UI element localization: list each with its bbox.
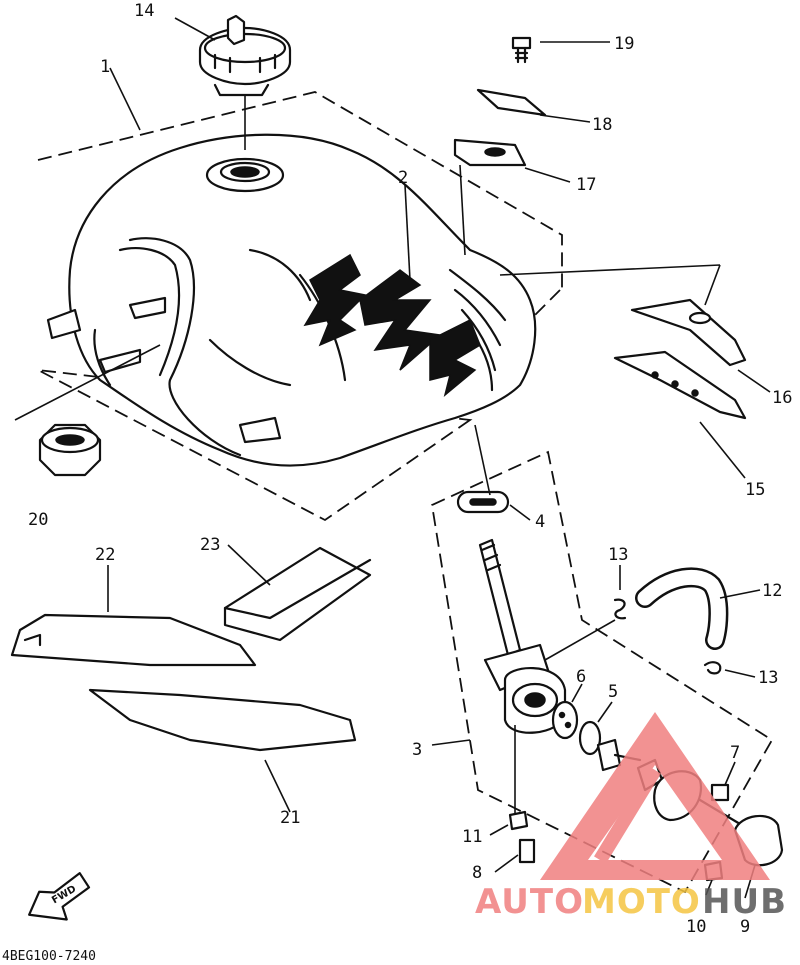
- callout-15: 15: [745, 480, 765, 500]
- watermark-moto: MOTO: [582, 882, 701, 922]
- callout-22: 22: [95, 545, 115, 565]
- callout-21: 21: [280, 808, 300, 828]
- callout-20: 20: [28, 510, 48, 530]
- callout-10: 10: [686, 917, 706, 937]
- watermark: AUTO MOTO HUB: [475, 712, 787, 922]
- filler-cap: [198, 14, 292, 97]
- callout-11: 11: [462, 827, 482, 847]
- callout-13b: 13: [758, 668, 778, 688]
- diagram-code: 4BEG100-7240: [2, 949, 96, 964]
- callout-16: 16: [772, 388, 792, 408]
- plate-18: [476, 88, 547, 117]
- damper-17: [453, 138, 527, 167]
- cock-dashed-frame: [431, 450, 774, 894]
- callout-18: 18: [592, 115, 612, 135]
- callout-5: 5: [608, 682, 618, 702]
- watermark-triangle-icon: [540, 712, 770, 880]
- gasket-6: [551, 700, 579, 740]
- fuel-cock: [478, 538, 567, 815]
- pad-23: [223, 546, 372, 642]
- leader-lines: [14, 17, 771, 899]
- oring-5: [578, 720, 602, 756]
- callout-23: 23: [200, 535, 220, 555]
- callout-4: 4: [535, 512, 545, 532]
- bolt-19: [511, 36, 532, 64]
- seal-4: [456, 490, 510, 514]
- pad-22: [10, 613, 257, 667]
- clip-13b: [703, 661, 722, 675]
- fuel-tank: [46, 133, 537, 467]
- watermark-hub: HUB: [702, 882, 787, 922]
- callout-9: 9: [740, 917, 750, 937]
- watermark-auto: AUTO: [475, 882, 584, 922]
- callout-7: 7: [730, 743, 740, 763]
- clip-13a: [613, 598, 627, 620]
- callout-1: 1: [100, 57, 110, 77]
- callout-3: 3: [412, 740, 422, 760]
- tank-decal: [303, 253, 507, 398]
- callout-14: 14: [134, 1, 154, 21]
- callout-17: 17: [576, 175, 596, 195]
- bracket-15: [613, 350, 747, 420]
- grommet: [38, 423, 102, 477]
- callout-6: 6: [576, 667, 586, 687]
- callout-19: 19: [614, 34, 634, 54]
- pad-21: [88, 688, 357, 752]
- callouts: 1 2 3 4 5 6 7 8 9 10 11 12 13 13 14 15 1…: [28, 1, 792, 937]
- hose-12: [635, 567, 729, 650]
- callout-12: 12: [762, 581, 782, 601]
- callout-8: 8: [472, 863, 482, 883]
- callout-2: 2: [398, 168, 408, 188]
- callout-13a: 13: [608, 545, 628, 565]
- fwd-arrow-icon: FWD: [28, 872, 91, 921]
- bracket-16: [630, 298, 747, 367]
